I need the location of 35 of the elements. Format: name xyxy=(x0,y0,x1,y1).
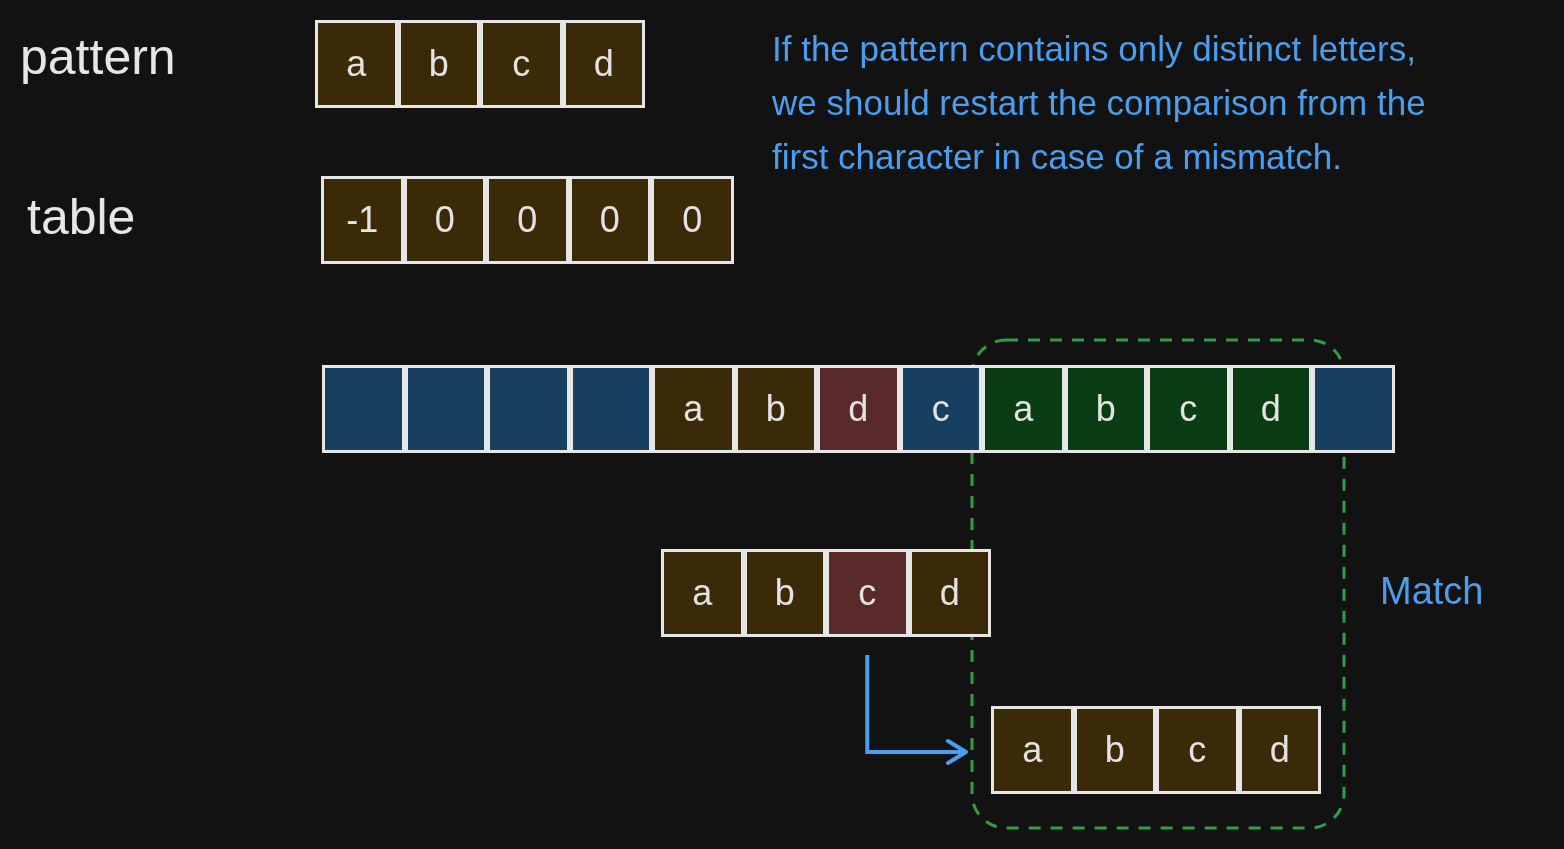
array-cell: d xyxy=(817,365,900,453)
array-cell: c xyxy=(1156,706,1239,794)
array-cell: b xyxy=(1073,706,1156,794)
array-cell: 0 xyxy=(403,176,486,264)
row-label: table xyxy=(27,192,136,242)
array-cell: c xyxy=(480,20,563,108)
arrow xyxy=(865,655,968,765)
array-cell: d xyxy=(562,20,645,108)
array-cell: -1 xyxy=(321,176,404,264)
empty-cell xyxy=(404,365,487,453)
array-cell: a xyxy=(982,365,1065,453)
empty-cell xyxy=(487,365,570,453)
note-text: If the pattern contains only distinct letters, we should restart the comparison from the first character in case of a mismatch. xyxy=(772,28,1427,178)
empty-cell xyxy=(322,365,405,453)
array-cell: d xyxy=(1229,365,1312,453)
array-cell: 0 xyxy=(486,176,569,264)
region-label: Match xyxy=(1380,572,1484,610)
array-cell: b xyxy=(1064,365,1147,453)
array-cell: 0 xyxy=(651,176,734,264)
empty-cell xyxy=(569,365,652,453)
array-cell: a xyxy=(661,549,744,637)
array-cell: c xyxy=(826,549,909,637)
array-cell: a xyxy=(652,365,735,453)
array-cell: 0 xyxy=(568,176,651,264)
array-cell: b xyxy=(743,549,826,637)
array-cell: a xyxy=(315,20,398,108)
array-cell: b xyxy=(734,365,817,453)
array-cell: a xyxy=(991,706,1074,794)
array-cell: b xyxy=(397,20,480,108)
array-cell: d xyxy=(908,549,991,637)
array-cell: c xyxy=(899,365,982,453)
empty-cell xyxy=(1312,365,1395,453)
array-cell: c xyxy=(1147,365,1230,453)
array-cell: d xyxy=(1238,706,1321,794)
row-label: pattern xyxy=(20,32,176,82)
